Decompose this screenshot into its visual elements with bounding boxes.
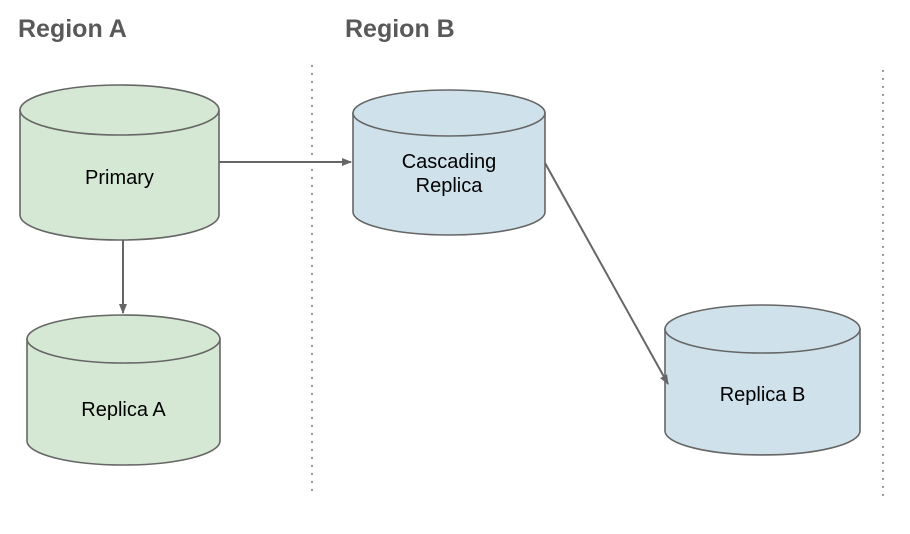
node-cascading-replica[interactable] — [352, 89, 546, 236]
primary-cylinder-body — [19, 109, 220, 241]
cascading-replica-cylinder-top — [352, 89, 546, 137]
replica-a-cylinder-body — [26, 338, 221, 466]
replica-b-cylinder-top — [664, 304, 861, 354]
edge-cascading-to-replica-b — [544, 162, 669, 385]
node-replica-a[interactable] — [26, 314, 221, 466]
region-a-label: Region A — [18, 15, 127, 43]
region-b-label: Region B — [345, 15, 455, 43]
node-replica-b[interactable] — [664, 304, 861, 456]
replica-b-cylinder-body — [664, 328, 861, 456]
node-primary[interactable] — [19, 84, 220, 241]
primary-cylinder-top — [19, 84, 220, 136]
node-label-replica-b: Replica B — [719, 384, 806, 406]
node-label-cascading-replica: Cascading Replica — [401, 151, 497, 197]
replica-a-cylinder-top — [26, 314, 221, 364]
node-label-replica-a: Replica A — [81, 399, 166, 421]
node-label-primary: Primary — [85, 167, 154, 189]
cascading-replica-cylinder-body — [352, 112, 546, 236]
